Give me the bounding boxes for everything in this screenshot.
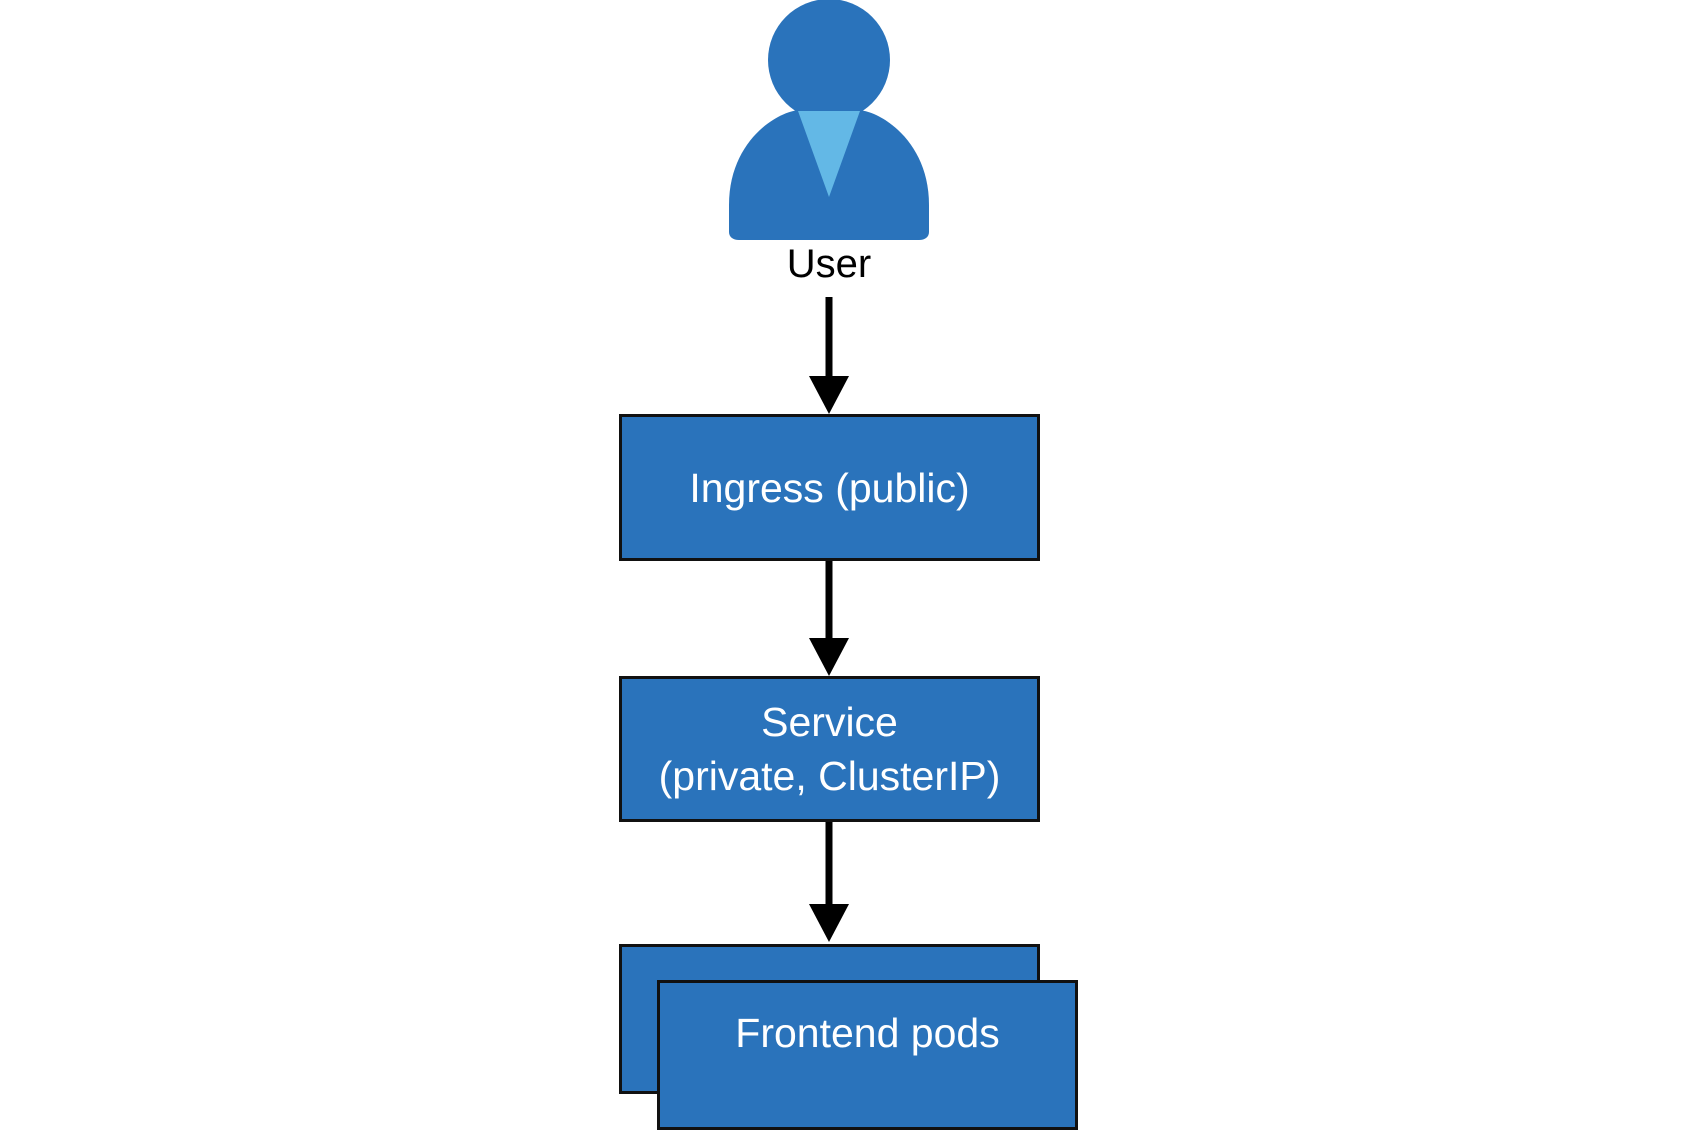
pods-box-front: Frontend pods: [657, 980, 1078, 1130]
service-label-line1: Service: [761, 699, 898, 745]
pods-label: Frontend pods: [735, 1010, 1000, 1056]
service-label-line2: (private, ClusterIP): [658, 753, 1001, 799]
arrow-ingress-to-service: [809, 561, 849, 676]
arrow-user-to-ingress: [809, 297, 849, 414]
user-icon: [729, 0, 929, 240]
user-label: User: [786, 242, 872, 286]
arrow-service-to-pods: [809, 822, 849, 942]
user-head: [768, 0, 890, 121]
service-box: Service (private, ClusterIP): [619, 676, 1040, 822]
ingress-box: Ingress (public): [619, 414, 1040, 561]
ingress-label: Ingress (public): [689, 464, 970, 511]
user-tie: [798, 111, 860, 197]
